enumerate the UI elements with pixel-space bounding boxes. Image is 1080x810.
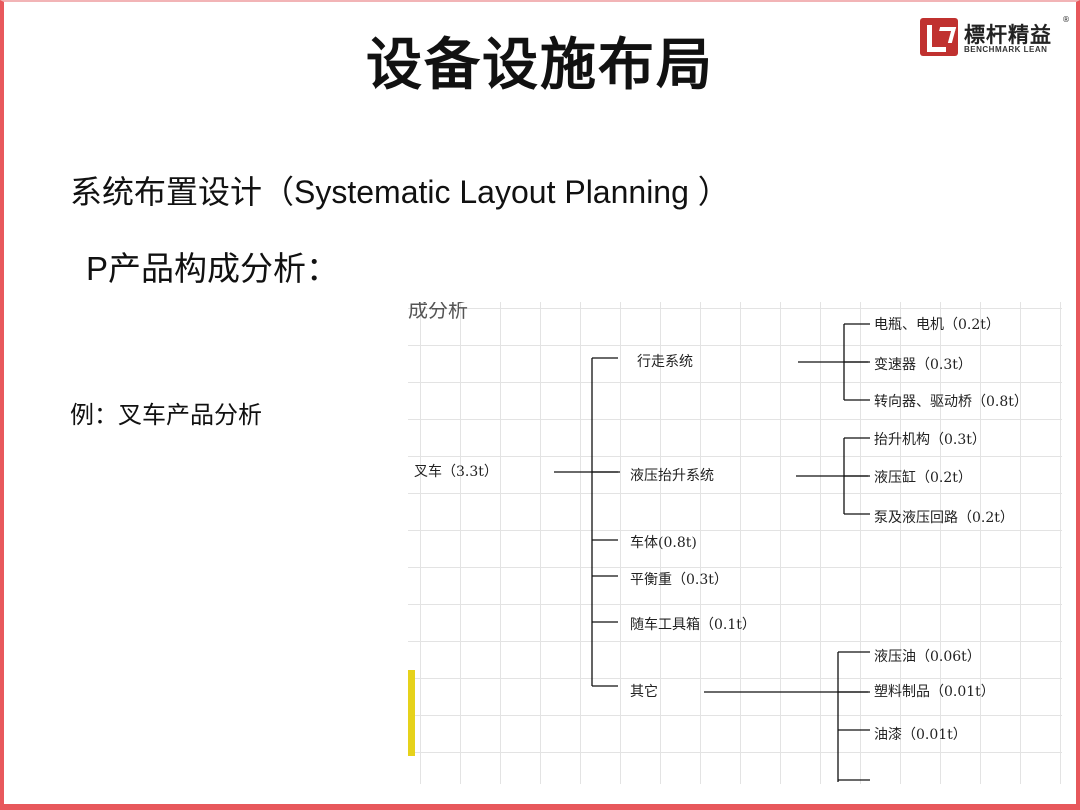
forklift-product-tree-diagram: 成分析 bbox=[408, 302, 1062, 784]
tree-node-walk-system: 行走系统 bbox=[637, 354, 693, 370]
tree-connectors bbox=[554, 323, 870, 782]
tree-leaf-plastic-parts: 塑料制品（0.01t） bbox=[874, 684, 995, 700]
yellow-edge-mark bbox=[408, 670, 415, 756]
tree-leaf-hydraulic-cylinder: 液压缸（0.2t） bbox=[874, 470, 972, 486]
tree-node-toolbox: 随车工具箱（0.1t） bbox=[630, 617, 756, 633]
benchmark-lean-logo: 標杆精益 ® BENCHMARK LEAN bbox=[920, 15, 1070, 60]
tree-leaf-paint: 油漆（0.01t） bbox=[874, 727, 967, 743]
tree-node-body: 车体(0.8t) bbox=[630, 535, 697, 551]
tree-leaf-battery-motor: 电瓶、电机（0.2t） bbox=[874, 317, 1000, 333]
p-analysis-heading: P产品构成分析： bbox=[86, 250, 340, 287]
logo-mark-icon bbox=[920, 18, 958, 56]
diagram-cut-heading: 成分析 bbox=[408, 302, 468, 322]
slide-title: 设备设施布局 bbox=[366, 33, 714, 98]
tree-node-counterweight: 平衡重（0.3t） bbox=[630, 572, 728, 588]
logo-chinese-name: 標杆精益 bbox=[964, 23, 1052, 47]
tree-node-other: 其它 bbox=[630, 684, 658, 700]
logo-registered-mark: ® bbox=[1062, 15, 1070, 24]
tree-leaf-transmission: 变速器（0.3t） bbox=[874, 357, 972, 373]
tree-leaf-lift-mechanism: 抬升机构（0.3t） bbox=[874, 432, 986, 448]
tree-leaf-hydraulic-oil: 液压油（0.06t） bbox=[874, 649, 981, 665]
example-label: 例：叉车产品分析 bbox=[70, 402, 262, 429]
tree-leaf-pump-circuit: 泵及液压回路（0.2t） bbox=[874, 510, 1014, 526]
tree-node-hydraulic-lift: 液压抬升系统 bbox=[630, 468, 714, 484]
tree-root-forklift: 叉车（3.3t） bbox=[414, 464, 498, 480]
logo-english-name: BENCHMARK LEAN bbox=[964, 45, 1048, 54]
slide-subtitle: 系统布置设计（Systematic Layout Planning ） bbox=[70, 174, 730, 210]
tree-leaf-steering-axle: 转向器、驱动桥（0.8t） bbox=[874, 394, 1028, 410]
